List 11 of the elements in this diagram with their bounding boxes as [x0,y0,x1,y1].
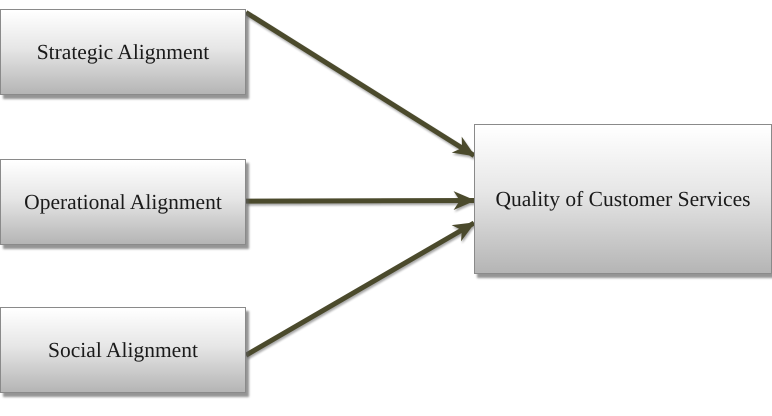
box-label: Social Alignment [48,338,198,362]
box-label: Operational Alignment [24,190,222,214]
process-box [0,9,246,95]
process-box [0,159,246,245]
arrow [244,10,476,158]
box-label: Strategic Alignment [36,40,210,64]
box-label: Quality of Customer Services [496,186,750,212]
process-box [0,307,246,393]
arrow [244,220,476,358]
process-box [474,124,772,274]
arrow [246,191,476,210]
